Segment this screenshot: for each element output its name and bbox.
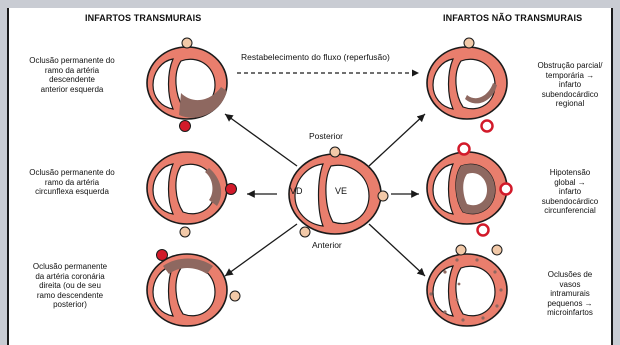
- label-line: Oclusões de: [525, 270, 613, 280]
- label-line: subendocárdico: [525, 90, 613, 100]
- label-line: infarto: [525, 187, 613, 197]
- arrow-to-anterior: [225, 114, 297, 166]
- label-line: Oclusão permanente: [11, 262, 129, 272]
- label-line: Oclusão permanente do: [11, 168, 133, 178]
- label-line: da artéria coronária: [11, 272, 129, 282]
- label-line: ramo da artéria: [11, 66, 133, 76]
- label-line: global →: [525, 178, 613, 188]
- right-ventricle-label: VD: [290, 187, 303, 197]
- label-line: circunferencial: [525, 206, 613, 216]
- label-line: vasos: [525, 280, 613, 290]
- heart-microinfarcts: [427, 245, 507, 326]
- arrow-to-microinfarcts: [369, 224, 425, 276]
- label-line: circunflexa esquerda: [11, 187, 133, 197]
- heart-circumferential-subendocardial: [427, 152, 507, 224]
- diagram-panel: INFARTOS TRANSMURAIS INFARTOS NÃO TRANSM…: [7, 8, 613, 345]
- label-line: Oclusão permanente do: [11, 56, 133, 66]
- partially-occluded-vessel-marker: [478, 225, 489, 236]
- label-circumferential-subendocardial: Hipotensão global → infarto subendocárdi…: [525, 168, 613, 216]
- label-line: microinfartos: [525, 308, 613, 318]
- header-non-transmural: INFARTOS NÃO TRANSMURAIS: [443, 13, 582, 23]
- label-line: regional: [525, 99, 613, 109]
- label-line: intramurais: [525, 289, 613, 299]
- header-transmural: INFARTOS TRANSMURAIS: [85, 13, 201, 23]
- left-ventricle-label: VE: [335, 187, 347, 197]
- label-line: pequenos →: [525, 299, 613, 309]
- posterior-label: Posterior: [309, 132, 343, 142]
- label-microinfarcts: Oclusões de vasos intramurais pequenos →…: [525, 270, 613, 318]
- heart-right-coronary-transmural: [147, 254, 240, 326]
- heart-regional-subendocardial: [427, 38, 507, 119]
- reperfusion-label: Restabelecimento do fluxo (reperfusão): [241, 53, 390, 63]
- label-circumflex: Oclusão permanente do ramo da artéria ci…: [11, 168, 133, 197]
- partially-occluded-vessel-marker: [501, 184, 512, 195]
- partially-occluded-vessel-marker: [482, 121, 493, 132]
- label-line: direita (ou de seu: [11, 281, 129, 291]
- label-right-coronary: Oclusão permanente da artéria coronária …: [11, 262, 129, 310]
- label-line: subendocárdico: [525, 197, 613, 207]
- label-line: ramo descendente: [11, 291, 129, 301]
- label-line: ramo da artéria: [11, 178, 133, 188]
- label-line: anterior esquerda: [11, 85, 133, 95]
- anterior-label: Anterior: [312, 241, 342, 251]
- label-line: Hipotensão: [525, 168, 613, 178]
- arrow-to-regional: [369, 114, 425, 166]
- label-line: Obstrução parcial/: [525, 61, 613, 71]
- label-line: temporária →: [525, 71, 613, 81]
- label-line: descendente: [11, 75, 133, 85]
- label-line: posterior): [11, 300, 129, 310]
- label-anterior-descending: Oclusão permanente do ramo da artéria de…: [11, 56, 133, 94]
- arrow-to-right-coronary: [225, 224, 297, 276]
- heart-anterior-transmural: [147, 38, 227, 119]
- heart-circumflex-transmural: [147, 152, 227, 237]
- occluded-vessel-marker: [226, 184, 237, 195]
- partially-occluded-vessel-marker: [459, 144, 470, 155]
- occluded-vessel-marker: [157, 250, 168, 261]
- label-regional-subendocardial: Obstrução parcial/ temporária → infarto …: [525, 61, 613, 109]
- occluded-vessel-marker: [180, 121, 191, 132]
- label-line: infarto: [525, 80, 613, 90]
